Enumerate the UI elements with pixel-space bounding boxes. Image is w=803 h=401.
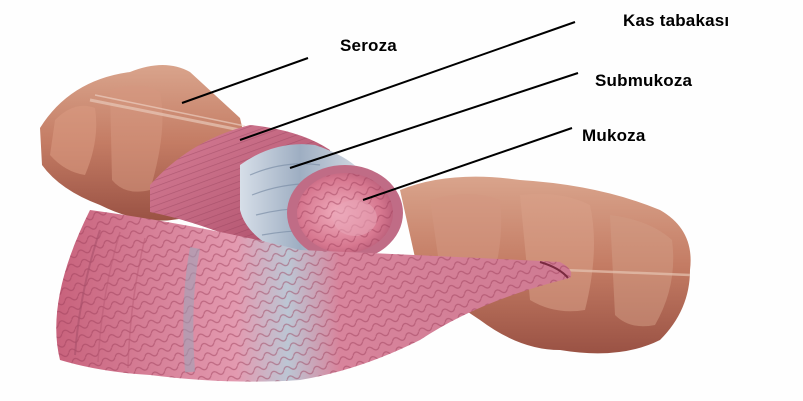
leader-line-seroza	[182, 58, 308, 103]
label-mukoza: Mukoza	[582, 126, 646, 146]
label-kas-tabakasi: Kas tabakası	[623, 11, 729, 31]
leader-line-kas-tabakasi	[240, 22, 575, 140]
mucosa-lumen-shape	[287, 165, 403, 261]
label-submukoza: Submukoza	[595, 71, 692, 91]
leader-line-submukoza	[290, 73, 578, 168]
label-seroza: Seroza	[340, 36, 397, 56]
